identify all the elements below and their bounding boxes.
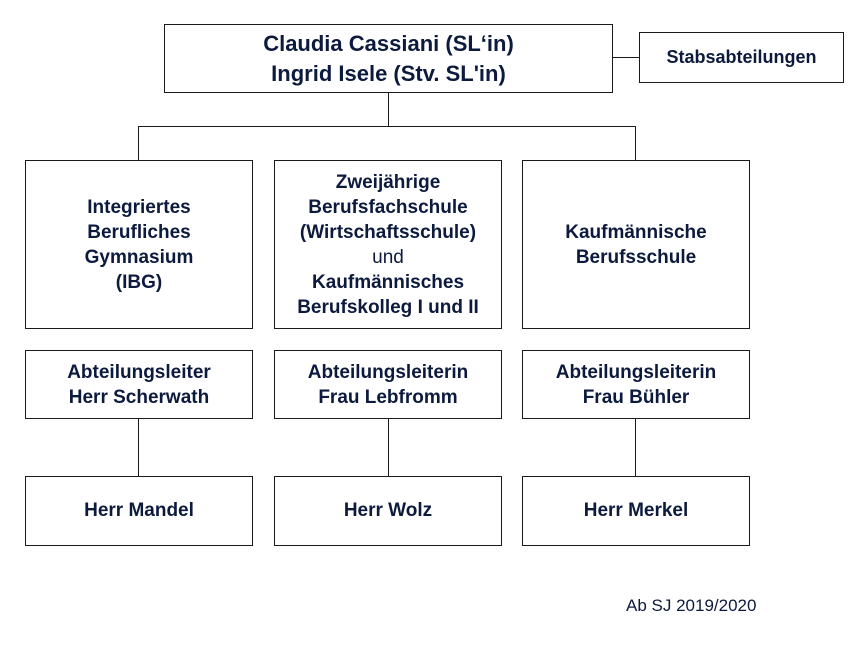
- department-head-title: Abteilungsleiter: [67, 361, 211, 383]
- department-line: Berufsfachschule: [308, 196, 468, 218]
- connector-branch-left: [138, 126, 139, 161]
- connector-head-to-staff-1: [138, 418, 139, 476]
- department-line: Gymnasium: [84, 246, 194, 268]
- department-box-ibg: Integriertes Berufliches Gymnasium (IBG): [25, 160, 253, 329]
- validity-note: Ab SJ 2019/2020: [626, 596, 757, 615]
- staff-name: Herr Mandel: [84, 500, 194, 521]
- department-head-name: Herr Scherwath: [68, 386, 210, 408]
- staff-unit-box: Stabsabteilungen: [639, 32, 844, 83]
- connector-head-to-staff-2: [388, 418, 389, 476]
- connector-head-to-staff-3: [635, 418, 636, 476]
- connector-branch-right: [635, 126, 636, 161]
- staff-box-2: Herr Wolz: [274, 476, 502, 546]
- connector-top-to-branch: [388, 92, 389, 127]
- department-head-box-1: Abteilungsleiter Herr Scherwath: [25, 350, 253, 419]
- department-line: Berufsschule: [575, 246, 697, 268]
- department-line: Integriertes: [87, 196, 191, 218]
- staff-name: Herr Wolz: [343, 500, 433, 521]
- department-head-name: Frau Bühler: [582, 386, 690, 408]
- department-head-title: Abteilungsleiterin: [555, 361, 717, 383]
- staff-box-3: Herr Merkel: [522, 476, 750, 546]
- department-box-berufsschule: Kaufmännische Berufsschule: [522, 160, 750, 329]
- staff-box-1: Herr Mandel: [25, 476, 253, 546]
- department-line: (IBG): [115, 271, 163, 293]
- deputy-principal-name: Ingrid Isele (Stv. SL'in): [271, 60, 506, 86]
- leadership-box: Claudia Cassiani (SL‘in) Ingrid Isele (S…: [164, 24, 613, 93]
- staff-name: Herr Merkel: [583, 500, 689, 521]
- department-head-box-3: Abteilungsleiterin Frau Bühler: [522, 350, 750, 419]
- department-box-berufsfachschule: Zweijährige Berufsfachschule (Wirtschaft…: [274, 160, 502, 329]
- staff-unit-label: Stabsabteilungen: [666, 47, 817, 67]
- department-line: Kaufmännisches: [311, 271, 465, 293]
- department-line: (Wirtschaftsschule): [299, 221, 477, 243]
- department-head-name: Frau Lebfromm: [318, 386, 458, 408]
- department-head-title: Abteilungsleiterin: [307, 361, 469, 383]
- connector-branch-horizontal: [138, 126, 636, 127]
- department-line: Zweijährige: [335, 171, 441, 193]
- department-line: Berufliches: [87, 221, 191, 243]
- principal-name: Claudia Cassiani (SL‘in): [263, 30, 514, 56]
- department-line: Kaufmännische: [565, 221, 707, 243]
- department-line-connector-word: und: [372, 246, 404, 268]
- department-line: Berufskolleg I und II: [297, 296, 479, 318]
- connector-staff-unit: [612, 57, 640, 58]
- department-head-box-2: Abteilungsleiterin Frau Lebfromm: [274, 350, 502, 419]
